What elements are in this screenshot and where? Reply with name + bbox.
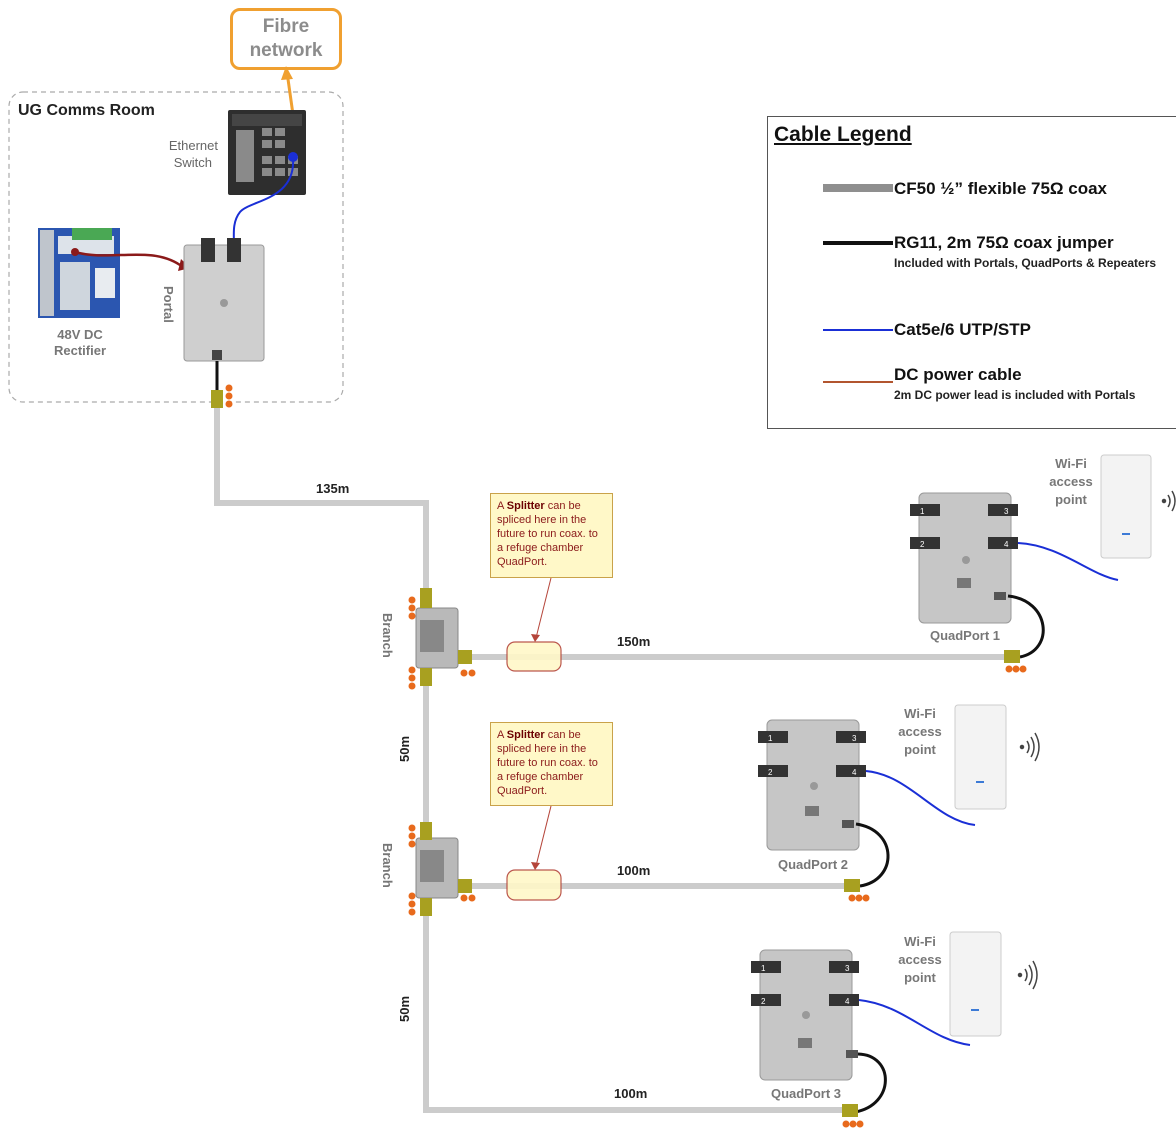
fibre-label-line2: network [233, 39, 339, 63]
wifi-2-line1: Wi-Fi [904, 706, 936, 721]
legend-title: Cable Legend [774, 123, 912, 147]
qp2-port2: 2 [768, 768, 773, 777]
splitter-marker-2 [507, 870, 561, 900]
quadport-3-label: QuadPort 3 [771, 1086, 841, 1101]
fibre-label-line1: Fibre [233, 15, 339, 39]
legend-item-power-title: DC power cable [894, 365, 1022, 385]
qp1-leds [1006, 666, 1027, 673]
legend-item-cat-title: Cat5e/6 UTP/STP [894, 320, 1031, 340]
wifi-3-line3: point [904, 970, 936, 985]
qp1-port1: 1 [920, 507, 925, 516]
wifi-3-line2: access [898, 952, 941, 967]
rectifier-label-line2: Rectifier [54, 343, 106, 358]
portal-label: Portal [161, 286, 176, 323]
note-2-bold: Splitter [507, 729, 545, 741]
wifi-ap-1 [1101, 455, 1151, 558]
note-pointer-head-1 [531, 634, 540, 642]
wifi-2-line3: point [904, 742, 936, 757]
qp3-port2: 2 [761, 997, 766, 1006]
note-1-bold: Splitter [507, 500, 545, 512]
qp2-port3: 3 [852, 734, 857, 743]
qp3-jumper [855, 1054, 885, 1112]
qp3-port4: 4 [845, 997, 850, 1006]
wifi-1-line3: point [1055, 492, 1087, 507]
qp2-jumper [856, 824, 888, 886]
distance-qp3: 100m [614, 1086, 647, 1101]
quadport-2 [758, 720, 866, 850]
legend-item-jumper-sub: Included with Portals, QuadPorts & Repea… [894, 255, 1159, 271]
switch-label-line1: Ethernet [169, 138, 219, 153]
distance-main: 135m [316, 481, 349, 496]
switch-label-line2: Switch [174, 155, 212, 170]
wifi-signal-icon-2 [1021, 733, 1040, 761]
qp1-port2: 2 [920, 540, 925, 549]
distance-seg1: 50m [397, 736, 412, 762]
note-2-pre: A [497, 729, 507, 741]
qp2-connector [844, 879, 860, 892]
portal-connector [211, 390, 223, 408]
cable-legend: Cable Legend CF50 ½” flexible 75Ω coax R… [767, 116, 1176, 429]
quadport-1-label: QuadPort 1 [930, 628, 1000, 643]
quadport-2-label: QuadPort 2 [778, 857, 848, 872]
legend-item-power-sub: 2m DC power lead is included with Portal… [894, 387, 1159, 403]
switch-ethernet-dot [288, 152, 298, 162]
branch-label-1: Branch [380, 613, 395, 658]
branch-label-2: Branch [380, 843, 395, 888]
wifi-signal-icon-1 [1163, 491, 1176, 511]
quadport-1 [910, 493, 1018, 623]
qp1-port4: 4 [1004, 540, 1009, 549]
rectifier-label-line1: 48V DC [57, 327, 103, 342]
legend-swatch-coax [823, 184, 893, 192]
wifi-2-line2: access [898, 724, 941, 739]
wifi-1-line1: Wi-Fi [1055, 456, 1087, 471]
quadport-3 [751, 950, 859, 1080]
qp1-port3: 3 [1004, 507, 1009, 516]
legend-item-jumper-title: RG11, 2m 75Ω coax jumper [894, 233, 1114, 253]
distance-qp1: 150m [617, 634, 650, 649]
qp2-port1: 1 [768, 734, 773, 743]
qp3-leds [843, 1121, 864, 1128]
dc-power-dot [71, 248, 79, 256]
legend-swatch-power [823, 381, 893, 383]
note-pointer-head-2 [531, 862, 540, 870]
distance-qp2: 100m [617, 863, 650, 878]
comms-room-title: UG Comms Room [18, 102, 155, 119]
wifi-ap-3 [950, 932, 1001, 1036]
note-1-pre: A [497, 500, 507, 512]
wifi-signal-icon-3 [1019, 961, 1038, 989]
splitter-note-1: A Splitter can be spliced here in the fu… [490, 493, 613, 578]
wifi-1-line2: access [1049, 474, 1092, 489]
qp2-leds [849, 895, 870, 902]
rectifier-unit [38, 228, 120, 318]
portal-leds [226, 385, 233, 408]
note-pointer-2 [536, 806, 551, 866]
note-pointer-1 [536, 578, 551, 638]
splitter-marker-1 [507, 642, 561, 671]
qp3-connector [842, 1104, 858, 1117]
qp2-port4: 4 [852, 768, 857, 777]
branch-device-2 [416, 822, 472, 916]
legend-item-coax-title: CF50 ½” flexible 75Ω coax [894, 179, 1107, 199]
qp1-connector [1004, 650, 1020, 663]
legend-swatch-cat [823, 329, 893, 331]
qp3-port1: 1 [761, 964, 766, 973]
splitter-note-2: A Splitter can be spliced here in the fu… [490, 722, 613, 806]
qp1-jumper [1008, 596, 1043, 657]
wifi-3-line1: Wi-Fi [904, 934, 936, 949]
fibre-network-box: Fibre network [230, 8, 342, 70]
portal-device [184, 238, 264, 361]
distance-seg2: 50m [397, 996, 412, 1022]
legend-swatch-jumper [823, 241, 893, 245]
wifi-ap-2 [955, 705, 1006, 809]
qp3-port3: 3 [845, 964, 850, 973]
